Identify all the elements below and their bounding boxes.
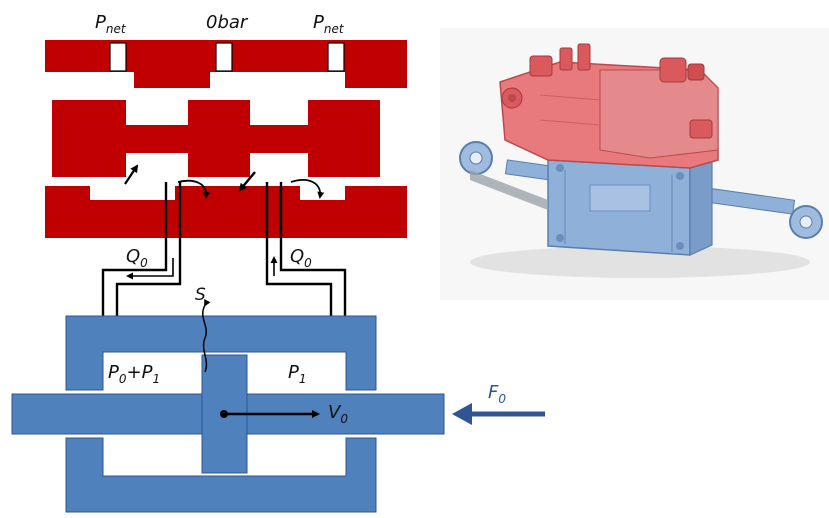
line-flow-arrows [126, 256, 278, 280]
servo-actuator-photo [440, 28, 829, 300]
label-p-net-left: Pnet [95, 12, 127, 36]
label-f0: F0 [488, 382, 506, 406]
valve-spool [52, 100, 380, 177]
port-p-net-right [327, 42, 345, 72]
port-zero-bar [215, 42, 233, 72]
valve-bottom-housing [45, 186, 407, 238]
label-zero-bar: 0bar [206, 12, 249, 33]
label-p1: P1 [288, 362, 307, 386]
cylinder-bottom-wall [65, 437, 377, 513]
port-p-net-left [109, 42, 127, 72]
actuator-lower-rail [470, 170, 548, 210]
force-arrow [452, 403, 545, 425]
s-path-line [202, 298, 211, 373]
label-q0-right: Q0 [290, 246, 312, 270]
line-right-outer [279, 182, 347, 352]
hydraulic-cylinder [11, 315, 445, 513]
label-p0-plus-p1: P0+P1 [108, 362, 160, 386]
valve-flow-arrows [124, 164, 325, 199]
label-v0: V0 [328, 402, 348, 426]
label-q0-left: Q0 [126, 246, 148, 270]
label-p-net-right: Pnet [313, 12, 345, 36]
actuator-valve-block [499, 43, 719, 169]
valve-body [45, 40, 407, 238]
label-s: S [195, 285, 206, 305]
actuator-cylinder-block [547, 159, 713, 256]
line-left-outer [101, 182, 168, 352]
velocity-arrow [220, 410, 320, 418]
diagram-labels: Pnet 0bar Pnet Q0 Q0 S P0+P1 P1 V0 F0 [95, 12, 506, 426]
cylinder-top-wall [65, 315, 377, 391]
